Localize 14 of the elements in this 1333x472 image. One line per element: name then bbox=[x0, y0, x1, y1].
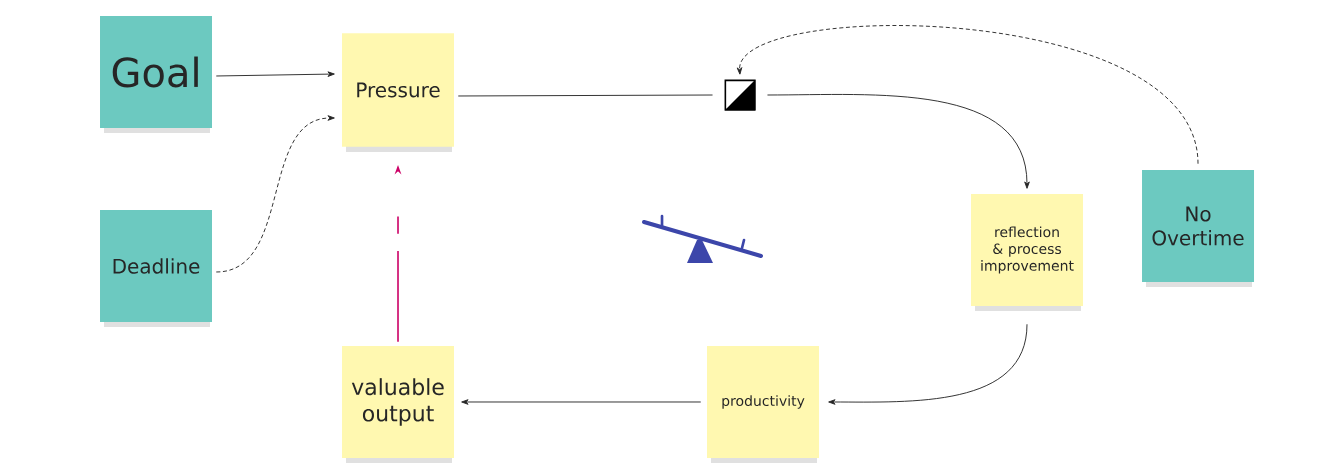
sticky-note: No Overtime bbox=[1142, 170, 1254, 287]
sticky-note: productivity bbox=[707, 346, 819, 463]
sticky-note: Goal bbox=[100, 16, 212, 133]
arrow bbox=[215, 115, 335, 273]
arrow bbox=[215, 71, 335, 77]
arrow bbox=[736, 25, 1199, 165]
sticky-note: valuable output bbox=[342, 346, 454, 463]
sticky-note: Deadline bbox=[100, 210, 212, 327]
valve-symbol bbox=[724, 79, 756, 111]
arrow bbox=[767, 94, 1030, 189]
sticky-note: reflection & process improvement bbox=[971, 194, 1083, 311]
arrow bbox=[461, 399, 702, 405]
arrow bbox=[828, 323, 1028, 405]
sticky-note: Pressure bbox=[342, 33, 454, 152]
